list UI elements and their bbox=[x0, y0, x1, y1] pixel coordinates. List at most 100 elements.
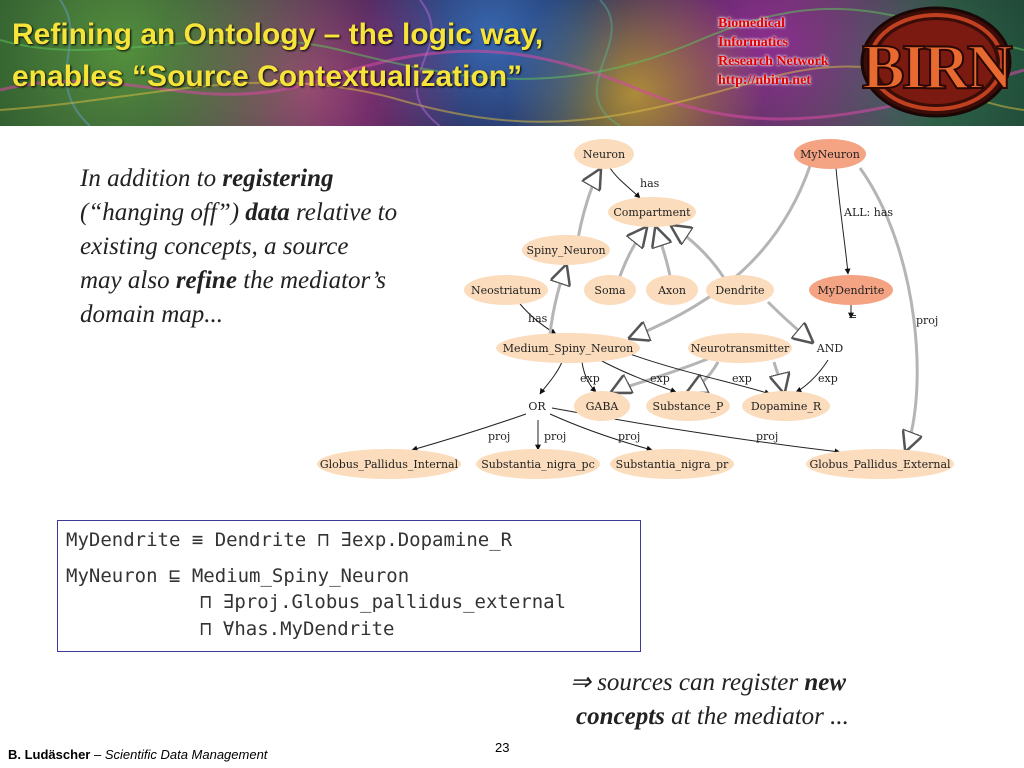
intro-line1: In addition to registering bbox=[80, 162, 397, 196]
birn-logo: BIRN bbox=[860, 6, 1014, 118]
edge-label-proj-pr: proj bbox=[618, 430, 640, 443]
edge-substance-isa-nt bbox=[688, 361, 720, 392]
node-or: OR bbox=[528, 400, 546, 413]
edge-msn-exp-dopamine bbox=[629, 353, 771, 396]
edge-myneuron-proj-gpe bbox=[858, 167, 917, 450]
node-snpr: Substantia_nigra_pr bbox=[610, 449, 734, 479]
axiom-myneuron-proj: ⊓ ∃proj.Globus_pallidus_external bbox=[200, 591, 567, 613]
slide-title: Refining an Ontology – the logic way, en… bbox=[12, 14, 543, 98]
node-gpe-shape bbox=[806, 449, 954, 479]
node-neuron-shape bbox=[574, 139, 634, 169]
node-soma: Soma bbox=[584, 275, 636, 305]
intro-line4: may also refine the mediator’s bbox=[80, 264, 397, 298]
node-gpi: Globus_Pallidus_Internal bbox=[317, 449, 461, 479]
conclusion-line1: ⇒ sources can register new bbox=[570, 666, 849, 700]
axiom-myneuron: MyNeuron ⊑ Medium_Spiny_Neuron bbox=[66, 565, 410, 587]
slide-title-line2: enables “Source Contextualization” bbox=[12, 60, 523, 93]
node-neostriatum-shape bbox=[464, 275, 548, 305]
node-gpi-shape bbox=[317, 449, 461, 479]
diagram-edges bbox=[411, 165, 917, 452]
node-gpi-label: Globus_Pallidus_Internal bbox=[320, 458, 459, 471]
node-gaba-label: GABA bbox=[586, 400, 620, 413]
node-soma-shape bbox=[584, 275, 636, 305]
node-msn-shape bbox=[496, 333, 640, 363]
node-neuron: Neuron bbox=[574, 139, 634, 169]
node-and-label: AND bbox=[816, 342, 844, 355]
node-snpr-label: Substantia_nigra_pr bbox=[616, 458, 729, 471]
intro-line2-emph: data bbox=[245, 199, 290, 226]
edge-dendrite-isa-compartment bbox=[672, 226, 726, 279]
node-snpc-label: Substantia_nigra_pc bbox=[481, 458, 595, 471]
intro-line2-text: (“hanging off”) bbox=[80, 199, 246, 226]
node-mydendrite-label: MyDendrite bbox=[818, 284, 885, 297]
intro-line1-text: In addition to bbox=[80, 165, 223, 192]
node-or-label: OR bbox=[528, 400, 546, 413]
node-spiny-shape bbox=[522, 235, 610, 265]
node-gaba: GABA bbox=[574, 391, 630, 421]
edge-neuron-has-compartment bbox=[609, 167, 641, 199]
intro-line5: domain map... bbox=[80, 298, 397, 332]
node-soma-label: Soma bbox=[594, 284, 626, 297]
conclusion-text: ⇒ sources can register new concepts at t… bbox=[570, 666, 849, 734]
conclusion-line1-emph: new bbox=[804, 669, 847, 696]
edge-label-exp-and: exp bbox=[818, 372, 838, 385]
network-url[interactable]: http://nbirn.net bbox=[718, 73, 811, 88]
edge-label-equivalent: = bbox=[848, 310, 857, 323]
edge-dendrite-and bbox=[766, 300, 812, 342]
edge-label-has-compartment: has bbox=[640, 177, 660, 190]
node-neurotransmitter-label: Neurotransmitter bbox=[691, 342, 790, 355]
node-neuron-label: Neuron bbox=[583, 148, 625, 161]
edge-label-proj-external: proj bbox=[916, 314, 938, 327]
conclusion-line2-text: at the mediator ... bbox=[664, 703, 849, 730]
intro-line5-text: domain map... bbox=[80, 301, 224, 328]
intro-line1-emph: registering bbox=[222, 165, 334, 192]
intro-line2: (“hanging off”) data relative to bbox=[80, 196, 397, 230]
intro-line4-text: may also bbox=[80, 267, 176, 294]
node-axon-label: Axon bbox=[657, 284, 686, 297]
edge-label-proj-gpe: proj bbox=[756, 430, 778, 443]
course-name: Scientific Data Management bbox=[104, 747, 268, 762]
edge-or-proj-snpr bbox=[549, 413, 653, 452]
edge-and-exp-dopamine bbox=[795, 359, 829, 393]
edge-label-proj-pc: proj bbox=[544, 430, 566, 443]
node-myneuron: MyNeuron bbox=[794, 139, 866, 169]
edge-msn-isa-spiny bbox=[548, 266, 566, 335]
node-compartment: Compartment bbox=[608, 197, 696, 227]
node-spiny-label: Spiny_Neuron bbox=[526, 244, 605, 257]
edge-label-exp-gaba: exp bbox=[580, 372, 600, 385]
node-dendrite-label: Dendrite bbox=[715, 284, 764, 297]
page-number: 23 bbox=[495, 740, 510, 755]
node-neurotransmitter-shape bbox=[688, 333, 792, 363]
node-mydendrite: MyDendrite bbox=[809, 275, 893, 305]
node-compartment-label: Compartment bbox=[613, 206, 691, 219]
diagram-edge-labels: has ALL: has has = proj exp exp exp exp … bbox=[488, 177, 938, 443]
edge-or-proj-gpi bbox=[411, 413, 527, 452]
logo-text: BIRN bbox=[862, 31, 1013, 102]
network-line3: Research Network bbox=[718, 54, 829, 69]
edge-label-exp-dopamine: exp bbox=[732, 372, 752, 385]
node-mydendrite-shape bbox=[809, 275, 893, 305]
network-name: Biomedical Informatics Research Network … bbox=[718, 14, 829, 90]
node-axon-shape bbox=[646, 275, 698, 305]
conclusion-line2-emph: concepts bbox=[576, 703, 665, 730]
conclusion-line1-text: ⇒ sources can register bbox=[570, 669, 805, 696]
edge-msn-or bbox=[539, 361, 563, 395]
node-neostriatum: Neostriatum bbox=[464, 275, 548, 305]
intro-line3-text: existing concepts, a source bbox=[80, 233, 349, 260]
node-neurotransmitter: Neurotransmitter bbox=[688, 333, 792, 363]
edge-axon-isa-compartment bbox=[656, 228, 670, 277]
header-banner: Refining an Ontology – the logic way, en… bbox=[0, 0, 1024, 126]
node-dendrite-shape bbox=[706, 275, 774, 305]
node-axon: Axon bbox=[646, 275, 698, 305]
node-dopamine_r: Dopamine_R bbox=[742, 391, 830, 421]
slide-title-line1: Refining an Ontology – the logic way, bbox=[12, 18, 544, 51]
edge-label-proj-internal: proj bbox=[488, 430, 510, 443]
intro-line2-tail: relative to bbox=[289, 199, 398, 226]
node-snpc: Substantia_nigra_pc bbox=[476, 449, 600, 479]
edge-dopamine-isa-nt bbox=[774, 361, 784, 392]
node-dopamine_r-label: Dopamine_R bbox=[751, 400, 822, 413]
network-line2: Informatics bbox=[718, 35, 788, 50]
intro-line4-emph: refine bbox=[175, 267, 237, 294]
node-gaba-shape bbox=[574, 391, 630, 421]
node-gpe: Globus_Pallidus_External bbox=[806, 449, 954, 479]
